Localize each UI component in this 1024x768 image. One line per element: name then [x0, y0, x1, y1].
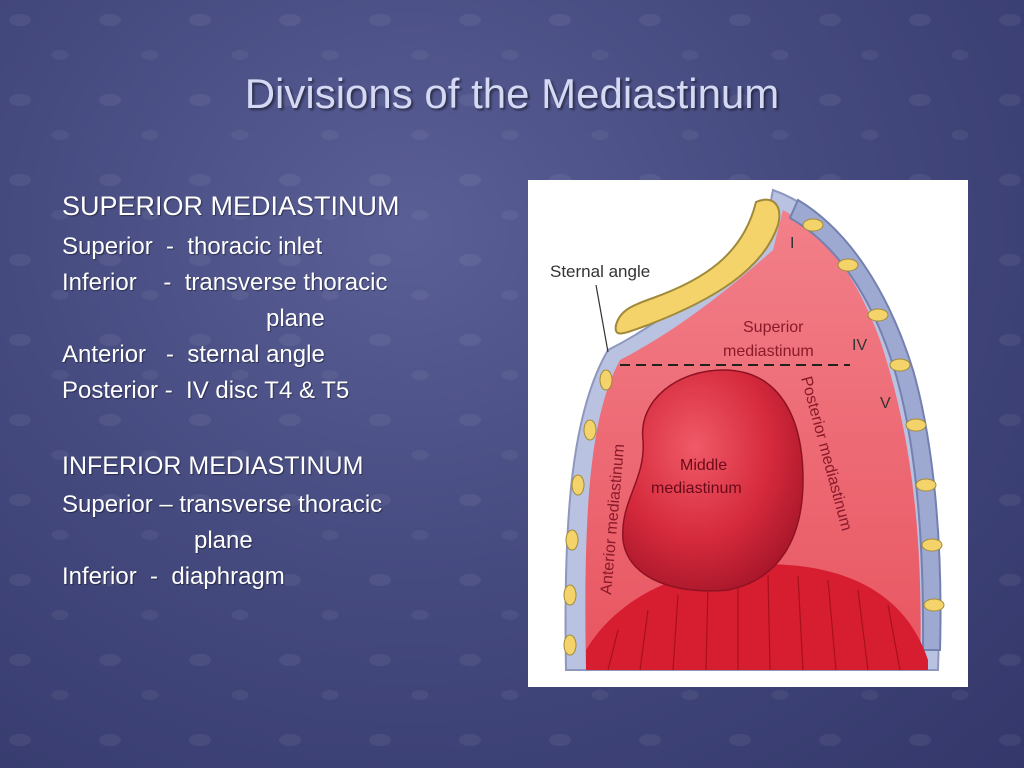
label-middle-1: Middle — [680, 457, 727, 474]
inferior-superior-line-cont: plane — [194, 527, 253, 554]
superior-inferior-line-cont: plane — [266, 305, 325, 332]
anterior-ribs — [563, 369, 613, 656]
slide-title: Divisions of the Mediastinum — [244, 70, 780, 117]
label-superior-1: Superior — [743, 319, 804, 336]
superior-heading: SUPERIOR MEDIASTINUM — [62, 191, 400, 221]
middle-mediastinum-heart — [622, 369, 804, 592]
label-sternal-angle: Sternal angle — [550, 262, 650, 281]
superior-posterior-line: Posterior - IV disc T4 & T5 — [62, 377, 350, 404]
diaphragm — [586, 564, 928, 670]
mediastinum-illustration: Sternal angle Superior mediastinum Middl… — [528, 180, 968, 687]
vertebral-column — [788, 198, 945, 651]
sternum — [614, 198, 781, 335]
superior-inferior-line: Inferior - transverse thoracic — [62, 269, 388, 296]
inferior-superior-line: Superior – transverse thoracic — [62, 491, 383, 518]
superior-superior-line: Superior - thoracic inlet — [62, 233, 323, 260]
label-roman-4: IV — [852, 337, 867, 354]
sternal-angle-pointer — [595, 284, 609, 353]
section-gap — [62, 410, 512, 448]
label-superior-2: mediastinum — [723, 343, 814, 360]
label-roman-5: V — [880, 395, 891, 412]
inferior-inferior-line: Inferior - diaphragm — [62, 563, 285, 590]
inferior-heading: INFERIOR MEDIASTINUM — [62, 452, 364, 480]
slide-body: SUPERIOR MEDIASTINUM Superior - thoracic… — [62, 188, 512, 596]
diaphragm-fibers — [607, 574, 901, 671]
label-roman-1: I — [790, 235, 794, 252]
mediastinum-diagram: Sternal angle Superior mediastinum Middl… — [550, 188, 945, 671]
superior-anterior-line: Anterior - sternal angle — [62, 341, 325, 368]
label-middle-2: mediastinum — [651, 480, 742, 497]
